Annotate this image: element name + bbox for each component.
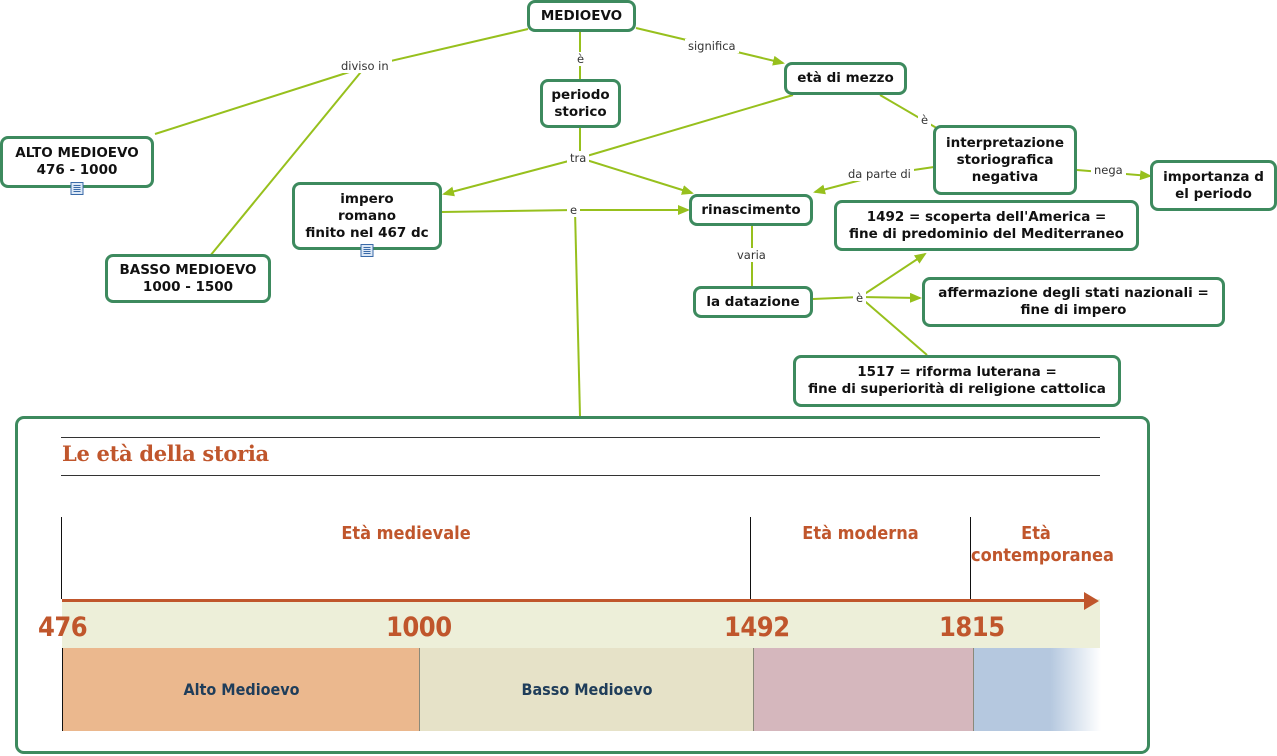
link-tra-rinascimento — [579, 157, 694, 195]
link-label-da-parte-di: da parte di — [845, 167, 914, 181]
node-text: interpretazione — [945, 134, 1065, 151]
period-eta-moderna — [753, 648, 974, 731]
node-datazione[interactable]: la datazione — [693, 286, 813, 318]
node-text: importanza d — [1163, 168, 1264, 185]
node-text: 1517 = riforma luterana = — [857, 364, 1057, 380]
era-divider — [750, 517, 751, 599]
link-label-e: è — [918, 113, 932, 127]
link-label-varia: varia — [734, 248, 769, 262]
resource-document-icon[interactable] — [360, 244, 374, 257]
link-label-e: e — [567, 203, 581, 217]
node-interpretazione[interactable]: interpretazione storiografica negativa — [933, 125, 1077, 195]
link-tra-impero — [442, 157, 581, 197]
era-divider — [970, 517, 971, 599]
era-moderna-label: Età moderna — [802, 523, 919, 544]
link-e-timeline — [574, 209, 581, 417]
node-importanza[interactable]: importanza d el periodo — [1150, 160, 1277, 211]
link-impero-e — [440, 209, 576, 213]
link-eta-tra — [579, 94, 794, 159]
era-contemporanea-line: Età — [1021, 523, 1051, 544]
era-contemporanea-line: contemporanea — [971, 545, 1114, 566]
node-stati-nazionali[interactable]: affermazione degli stati nazionali = fin… — [922, 277, 1225, 327]
node-text: periodo — [551, 86, 610, 103]
link-label-diviso-in: diviso in — [338, 59, 392, 73]
node-riforma-luterana[interactable]: 1517 = riforma luterana = fine di superi… — [793, 355, 1121, 407]
node-text: 476 - 1000 — [36, 162, 118, 178]
node-medioevo[interactable]: MEDIOEVO — [527, 0, 636, 32]
node-text: finito nel 467 dc — [305, 224, 429, 241]
link-label-e: è — [853, 291, 867, 305]
node-text: impero — [340, 190, 394, 207]
node-periodo-storico[interactable]: periodo storico — [540, 79, 621, 128]
link-e-stati — [859, 292, 922, 303]
link-diviso-in-basso — [209, 66, 366, 257]
node-text: storico — [554, 103, 607, 120]
year-label: 476 — [38, 612, 88, 643]
node-text: età di mezzo — [797, 70, 894, 86]
link-medioevo-diviso-in — [364, 28, 529, 68]
timeline-title: Le età della storia — [62, 441, 269, 466]
node-basso-medioevo[interactable]: BASSO MEDIOEVO 1000 - 1500 — [105, 254, 271, 303]
period-alto-medioevo: Alto Medioevo — [62, 648, 420, 731]
era-divider — [61, 517, 62, 599]
node-text: affermazione degli stati nazionali = — [938, 285, 1209, 301]
node-text: BASSO MEDIOEVO — [119, 261, 257, 278]
year-label: 1815 — [939, 612, 1005, 643]
year-label: 1000 — [386, 612, 452, 643]
link-label-significa: significa — [685, 39, 739, 53]
period-basso-medioevo: Basso Medioevo — [419, 648, 754, 731]
node-text: ALTO MEDIOEVO — [15, 145, 139, 161]
node-text: 1000 - 1500 — [142, 278, 234, 295]
link-e-1517 — [859, 296, 928, 356]
timeline-arrowhead-icon — [1084, 592, 1099, 610]
timeline-band — [62, 599, 1100, 648]
year-label: 1492 — [724, 612, 790, 643]
link-label-tra: tra — [567, 151, 590, 165]
period-label: Basso Medioevo — [521, 680, 653, 699]
node-text: fine di superiorità di religione cattoli… — [808, 381, 1106, 397]
node-scoperta-america[interactable]: 1492 = scoperta dell'America = fine di p… — [834, 200, 1139, 251]
node-text: la datazione — [706, 293, 800, 310]
node-rinascimento[interactable]: rinascimento — [689, 194, 813, 226]
link-label-e: è — [574, 52, 588, 66]
link-e-1492 — [859, 252, 927, 298]
link-label-nega: nega — [1091, 163, 1126, 177]
node-text: storiografica — [956, 151, 1054, 168]
node-text: romano — [338, 207, 396, 224]
link-diviso-in-alto — [154, 66, 366, 135]
node-text: fine di predominio del Mediterraneo — [849, 225, 1124, 242]
node-text: negativa — [971, 168, 1039, 185]
era-medievale-label: Età medievale — [341, 523, 471, 544]
node-impero-romano[interactable]: impero romano finito nel 467 dc — [292, 182, 442, 257]
node-text: el periodo — [1175, 185, 1252, 202]
title-rule-top — [61, 437, 1100, 438]
timeline-panel[interactable]: Le età della storia Età medievale Età mo… — [15, 416, 1150, 754]
resource-document-icon[interactable] — [70, 182, 84, 195]
node-alto-medioevo[interactable]: ALTO MEDIOEVO 476 - 1000 — [0, 136, 154, 195]
period-label: Alto Medioevo — [183, 680, 300, 699]
timeline-arrow-line — [62, 599, 1087, 602]
period-eta-contemporanea — [973, 648, 1101, 731]
node-text: fine di impero — [1020, 302, 1127, 318]
link-datazione-e — [812, 296, 861, 300]
era-contemporanea-label: Età contemporanea — [971, 523, 1114, 567]
node-eta-di-mezzo[interactable]: età di mezzo — [784, 62, 907, 95]
node-text: MEDIOEVO — [540, 7, 623, 24]
title-rule-bottom — [61, 475, 1100, 476]
node-text: 1492 = scoperta dell'America = — [866, 208, 1107, 225]
node-text: rinascimento — [701, 201, 801, 218]
